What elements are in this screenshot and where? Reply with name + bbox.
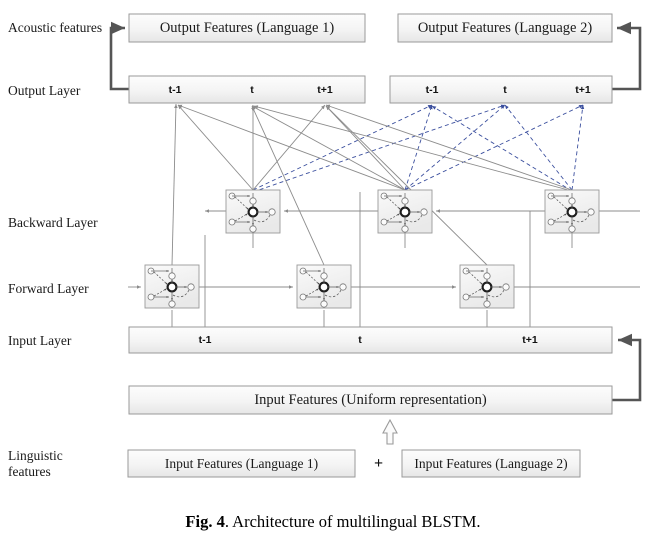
row-label-backward-layer: Backward Layer [8, 215, 98, 230]
figure-caption: Fig. 4. Architecture of multilingual BLS… [0, 512, 666, 532]
input-t-label: t [358, 334, 362, 346]
input-features-uniform-box[interactable] [128, 385, 613, 415]
output-features-language-1-box[interactable] [128, 13, 366, 43]
input-layer-box[interactable] [128, 326, 613, 354]
input-features-language-2-box[interactable] [401, 449, 581, 478]
input-features-language-1-label: Input Features (Language 1) [164, 456, 319, 471]
input-features-language-2-label: Input Features (Language 2) [414, 456, 568, 471]
recurrent-rails [128, 209, 640, 289]
input-feeds [171, 192, 573, 327]
output1-t-label: t [250, 84, 254, 96]
output1-t-1-label: t-1 [168, 84, 182, 96]
input-features-language-1-box[interactable] [127, 449, 356, 478]
row-label-linguistic-features: Linguistic features [8, 448, 63, 479]
output-features-language-2-box[interactable] [397, 13, 613, 43]
right-feedback-connector [612, 21, 642, 91]
input-feedback-connector [612, 333, 642, 402]
backward-layer-cells [226, 190, 599, 233]
output1-t+1-label: t+1 [317, 84, 333, 96]
output-features-language-2-label: Output Features (Language 2) [417, 20, 593, 36]
output-layer-language-1-box[interactable] [128, 75, 366, 104]
figure-caption-number: Fig. 4 [185, 512, 225, 531]
forward-layer-cells [145, 265, 514, 308]
row-label-forward-layer: Forward Layer [8, 281, 89, 296]
plus-operator: + [374, 455, 384, 472]
input-t-1-label: t-1 [198, 334, 212, 346]
output2-t-1-label: t-1 [425, 84, 439, 96]
output-features-language-1-label: Output Features (Language 1) [159, 20, 335, 36]
output-layer-language-2-box[interactable] [389, 75, 613, 104]
forward-cell-t+1[interactable] [460, 265, 514, 308]
backward-cell-t-1[interactable] [226, 190, 280, 233]
row-label-acoustic-features: Acoustic features [8, 20, 103, 35]
row-label-output-layer: Output Layer [8, 83, 81, 98]
feedback-connectors [109, 21, 642, 402]
forward-cell-t-1[interactable] [145, 265, 199, 308]
backward-cell-t[interactable] [378, 190, 432, 233]
merge-up-arrow [382, 418, 398, 445]
input-features-uniform-label: Input Features (Uniform representation) [254, 392, 487, 408]
backward-cell-t+1[interactable] [545, 190, 599, 233]
figure-caption-text: . Architecture of multilingual BLSTM. [224, 512, 481, 531]
backward-edges [252, 104, 585, 193]
left-feedback-connector [109, 21, 129, 91]
output2-t+1-label: t+1 [575, 84, 591, 96]
row-label-input-layer: Input Layer [8, 333, 72, 348]
output2-t-label: t [503, 84, 507, 96]
diagram-boxes [127, 13, 613, 478]
forward-cell-t[interactable] [297, 265, 351, 308]
input-t+1-label: t+1 [522, 334, 538, 346]
forward-edges [171, 103, 573, 266]
